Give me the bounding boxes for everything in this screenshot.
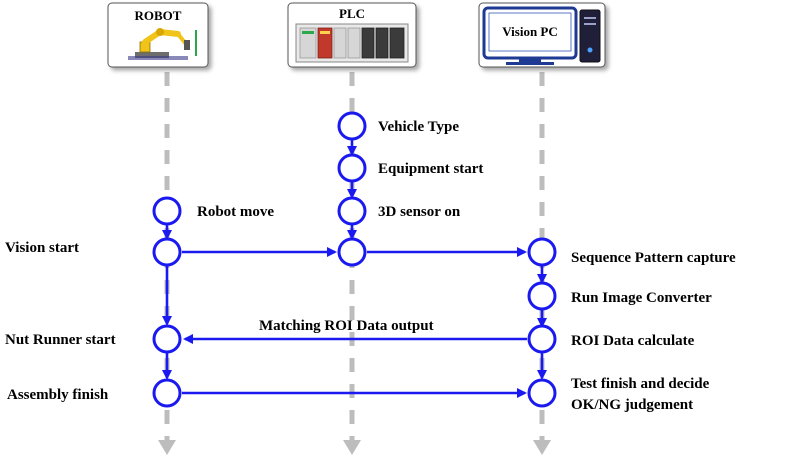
vision-title: Vision PC xyxy=(502,24,558,39)
label-sequence-capture: Sequence Pattern capture xyxy=(571,250,736,266)
node-plc-relay xyxy=(337,237,367,267)
node-sequence-capture xyxy=(527,237,557,267)
plc-title: PLC xyxy=(339,6,365,21)
label-3d-sensor-on: 3D sensor on xyxy=(378,204,461,220)
plc-lifeline-end-arrow xyxy=(343,440,361,455)
flows xyxy=(162,139,547,398)
label-test-finish-line1: Test finish and decide xyxy=(571,376,710,392)
node-vehicle-type xyxy=(337,111,367,141)
node-3d-sensor-on xyxy=(337,196,367,226)
label-run-converter: Run Image Converter xyxy=(571,290,712,306)
label-matching-output: Matching ROI Data output xyxy=(259,318,434,334)
labels: Vehicle Type Equipment start 3D sensor o… xyxy=(5,119,736,413)
robot-arm-icon xyxy=(128,28,197,60)
vision-lifeline-end-arrow xyxy=(533,440,551,455)
label-assembly-finish: Assembly finish xyxy=(7,387,109,403)
node-nut-runner-start xyxy=(152,324,182,354)
label-roi-calculate: ROI Data calculate xyxy=(571,333,695,349)
label-robot-move: Robot move xyxy=(197,204,274,220)
node-assembly-finish xyxy=(152,378,182,408)
label-vehicle-type: Vehicle Type xyxy=(378,119,459,135)
nodes xyxy=(152,111,557,408)
node-robot-move xyxy=(152,196,182,226)
participant-plc: PLC xyxy=(287,2,417,68)
participant-vision-pc: Vision PC xyxy=(478,2,606,68)
label-test-finish-line2: OK/NG judgement xyxy=(571,397,693,413)
label-vision-start: Vision start xyxy=(5,240,79,256)
robot-title: ROBOT xyxy=(135,8,182,23)
vision-pc-icon xyxy=(482,6,601,65)
node-test-finish xyxy=(527,378,557,408)
node-equipment-start xyxy=(337,153,367,183)
robot-lifeline-end-arrow xyxy=(158,440,176,455)
plc-rack-icon xyxy=(295,23,409,63)
node-vision-start xyxy=(152,237,182,267)
label-equipment-start: Equipment start xyxy=(378,161,483,177)
participant-robot: ROBOT xyxy=(107,2,209,68)
node-run-converter xyxy=(527,281,557,311)
label-nut-runner-start: Nut Runner start xyxy=(5,332,116,348)
node-roi-calculate xyxy=(527,324,557,354)
